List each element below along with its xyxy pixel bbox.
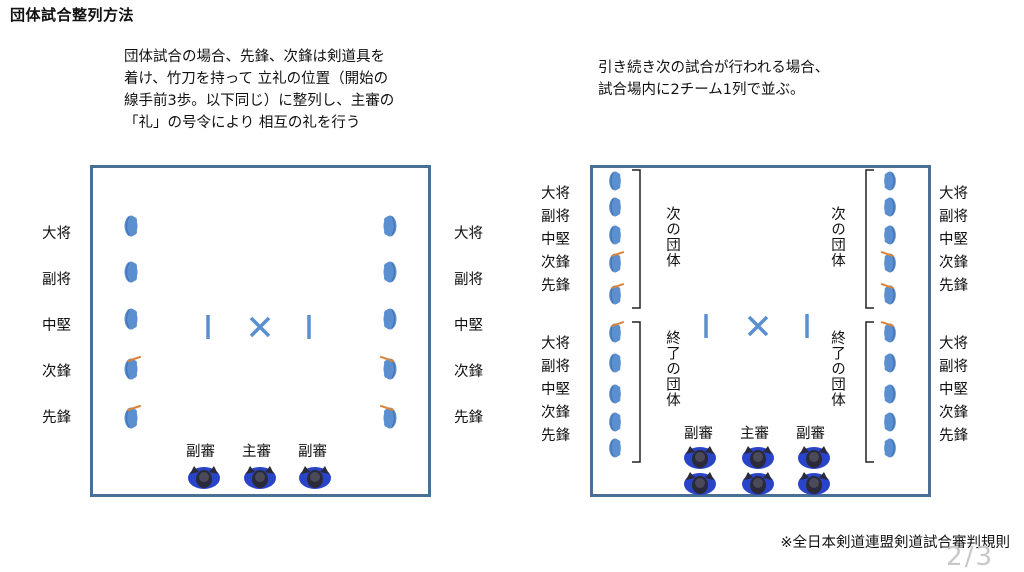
- player-figure: [124, 215, 138, 237]
- court-right: [590, 165, 931, 497]
- position-label-fukusho: 副将: [939, 209, 968, 225]
- referee-figure: [684, 472, 716, 495]
- player-figure: [880, 283, 896, 305]
- referee-figure: [244, 466, 276, 489]
- player-figure: [880, 251, 896, 273]
- position-label-fukusho: 副将: [541, 209, 570, 225]
- position-label-fukusho: 副将: [42, 272, 71, 288]
- referee-label-shushin: 主審: [242, 444, 271, 460]
- court-left: [90, 165, 431, 497]
- finished-team-label-right: 終了の団体: [829, 330, 845, 408]
- position-label-jiho: 次鋒: [541, 255, 570, 271]
- position-label-taisho: 大将: [541, 186, 570, 202]
- player-figure: [380, 405, 397, 429]
- position-label-fukusho: 副将: [939, 359, 968, 375]
- group-bracket: [865, 169, 874, 309]
- desc-line: 団体試合の場合、先鋒、次鋒は剣道具を: [124, 49, 385, 65]
- desc-line: 線手前3歩。以下同じ）に整列し、主審の: [124, 93, 395, 109]
- center-marks: [704, 314, 809, 338]
- player-figure: [124, 308, 138, 330]
- next-team-label-left: 次の団体: [664, 206, 680, 268]
- referee-label-fukushin: 副審: [684, 426, 713, 442]
- group-bracket: [632, 169, 641, 309]
- position-label-jiho: 次鋒: [939, 405, 968, 421]
- position-label-chuken: 中堅: [541, 382, 570, 398]
- player-figure: [884, 225, 896, 245]
- player-figure: [884, 171, 896, 191]
- player-figure: [884, 197, 896, 217]
- position-label-jiho: 次鋒: [454, 364, 483, 380]
- position-label-taisho: 大将: [541, 336, 570, 352]
- right-description: 引き続き次の試合が行われる場合、 試合場内に2チーム1列で並ぶ。: [598, 57, 829, 101]
- group-bracket: [865, 321, 874, 463]
- position-label-jiho: 次鋒: [541, 405, 570, 421]
- player-figure: [609, 321, 625, 343]
- player-figure: [609, 283, 625, 305]
- player-figure: [609, 171, 621, 191]
- position-label-fukusho: 副将: [541, 359, 570, 375]
- referee-figure: [798, 446, 830, 469]
- player-figure: [609, 384, 621, 404]
- player-figure: [884, 384, 896, 404]
- referee-figure: [742, 472, 774, 495]
- referee-label-shushin: 主審: [740, 426, 769, 442]
- position-label-chuken: 中堅: [541, 232, 570, 248]
- position-label-senpo: 先鋒: [541, 428, 570, 444]
- player-figure: [124, 405, 141, 429]
- position-label-taisho: 大将: [939, 336, 968, 352]
- position-label-chuken: 中堅: [939, 232, 968, 248]
- left-description: 団体試合の場合、先鋒、次鋒は剣道具を 着け、竹刀を持って 立礼の位置（開始の 線…: [124, 46, 394, 134]
- player-figure: [383, 261, 397, 283]
- position-label-taisho: 大将: [454, 226, 483, 242]
- position-label-jiho: 次鋒: [939, 255, 968, 271]
- referee-label-fukushin: 副審: [796, 426, 825, 442]
- position-label-fukusho: 副将: [454, 272, 483, 288]
- position-label-chuken: 中堅: [939, 382, 968, 398]
- position-label-senpo: 先鋒: [939, 428, 968, 444]
- source-note: ※全日本剣道連盟剣道試合審判規則: [780, 535, 1010, 551]
- player-figure: [380, 356, 397, 380]
- next-team-label-right: 次の団体: [829, 206, 845, 268]
- referee-figure: [299, 466, 331, 489]
- player-figure: [124, 261, 138, 283]
- position-label-chuken: 中堅: [454, 318, 483, 334]
- player-figure: [609, 412, 621, 432]
- referee-figure: [742, 446, 774, 469]
- desc-line: 試合場内に2チーム1列で並ぶ。: [598, 82, 805, 98]
- player-figure: [609, 225, 621, 245]
- position-label-jiho: 次鋒: [42, 364, 71, 380]
- finished-team-label-left: 終了の団体: [664, 330, 680, 408]
- referee-label-fukushin: 副審: [298, 444, 327, 460]
- player-figure: [609, 197, 621, 217]
- position-label-chuken: 中堅: [42, 318, 71, 334]
- position-label-senpo: 先鋒: [939, 278, 968, 294]
- player-figure: [609, 438, 621, 458]
- position-label-senpo: 先鋒: [541, 278, 570, 294]
- desc-line: 引き続き次の試合が行われる場合、: [598, 60, 830, 76]
- desc-line: 着け、竹刀を持って 立礼の位置（開始の: [124, 71, 389, 87]
- center-marks: [206, 315, 311, 339]
- player-figure: [609, 251, 625, 273]
- referee-label-fukushin: 副審: [186, 444, 215, 460]
- desc-line: 「礼」の号令により 相互の礼を行う: [124, 115, 361, 131]
- player-figure: [383, 215, 397, 237]
- player-figure: [884, 412, 896, 432]
- position-label-senpo: 先鋒: [454, 410, 483, 426]
- player-figure: [124, 356, 141, 380]
- referee-figure: [798, 472, 830, 495]
- referee-figure: [188, 466, 220, 489]
- position-label-taisho: 大将: [939, 186, 968, 202]
- page-title: 団体試合整列方法: [10, 6, 135, 24]
- player-figure: [884, 353, 896, 373]
- position-label-taisho: 大将: [42, 226, 71, 242]
- position-label-senpo: 先鋒: [42, 410, 71, 426]
- group-bracket: [632, 321, 641, 463]
- player-figure: [884, 438, 896, 458]
- player-figure: [880, 321, 896, 343]
- referee-figure: [684, 446, 716, 469]
- player-figure: [609, 353, 621, 373]
- player-figure: [383, 308, 397, 330]
